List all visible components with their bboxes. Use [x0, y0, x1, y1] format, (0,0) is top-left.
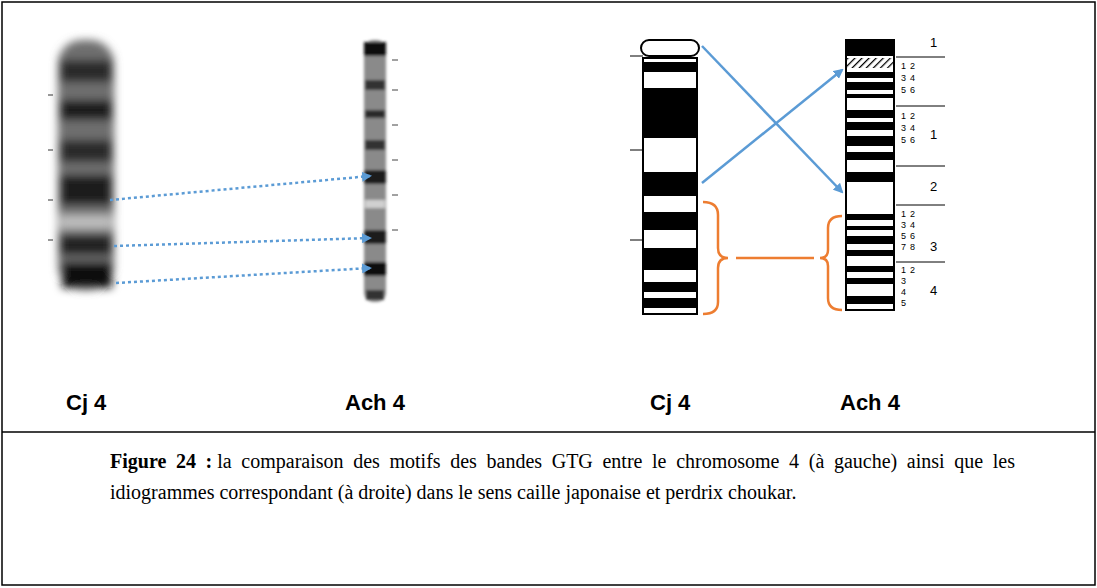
band-number: 5 [901, 299, 906, 308]
band-number: 5 [901, 86, 906, 95]
species-label: Cj 4 [650, 392, 690, 414]
band-number: 3 [901, 277, 906, 286]
species-label: Ach 4 [840, 392, 900, 414]
idiogram [846, 40, 945, 310]
band-number: 2 [910, 266, 915, 275]
orange-bracket [703, 202, 842, 314]
region-number: 4 [930, 284, 937, 297]
caption-divider [2, 431, 1095, 433]
band-number: 6 [910, 232, 915, 241]
band-number: 6 [910, 136, 915, 145]
band-number: 7 [901, 243, 906, 252]
band-number: 1 [901, 210, 906, 219]
band-number: 2 [910, 112, 915, 121]
chromosome-photo [58, 40, 114, 290]
tick-marks [392, 60, 398, 230]
band-number: 5 [901, 232, 906, 241]
figure-caption: Figure 24 :la comparaison des motifs des… [110, 446, 1015, 508]
dotted-arrow [110, 176, 370, 283]
band-number: 1 [901, 266, 906, 275]
species-label: Ach 4 [345, 392, 405, 414]
band-number: 2 [910, 62, 915, 71]
region-number: 2 [930, 180, 937, 193]
region-number: 3 [930, 240, 937, 253]
band-number: 2 [910, 210, 915, 219]
band-number: 4 [910, 124, 915, 133]
band-number: 5 [901, 136, 906, 145]
band-number: 4 [910, 221, 915, 230]
species-label: Cj 4 [66, 392, 106, 414]
idiogram [630, 40, 699, 314]
band-number: 1 [901, 112, 906, 121]
region-number: 1 [930, 128, 937, 141]
band-number: 3 [901, 74, 906, 83]
chromosome-photo [364, 40, 386, 302]
homology-arrow [702, 46, 842, 192]
band-number: 8 [910, 243, 915, 252]
tick-marks [48, 95, 53, 240]
band-number: 4 [910, 74, 915, 83]
band-number: 1 [901, 62, 906, 71]
region-number: 1 [930, 36, 937, 49]
band-number: 4 [901, 288, 906, 297]
figure-number: Figure 24 : [110, 450, 212, 472]
band-number: 3 [901, 221, 906, 230]
band-number: 6 [910, 86, 915, 95]
caption-text: la comparaison des motifs des bandes GTG… [110, 450, 1015, 503]
band-number: 3 [901, 124, 906, 133]
